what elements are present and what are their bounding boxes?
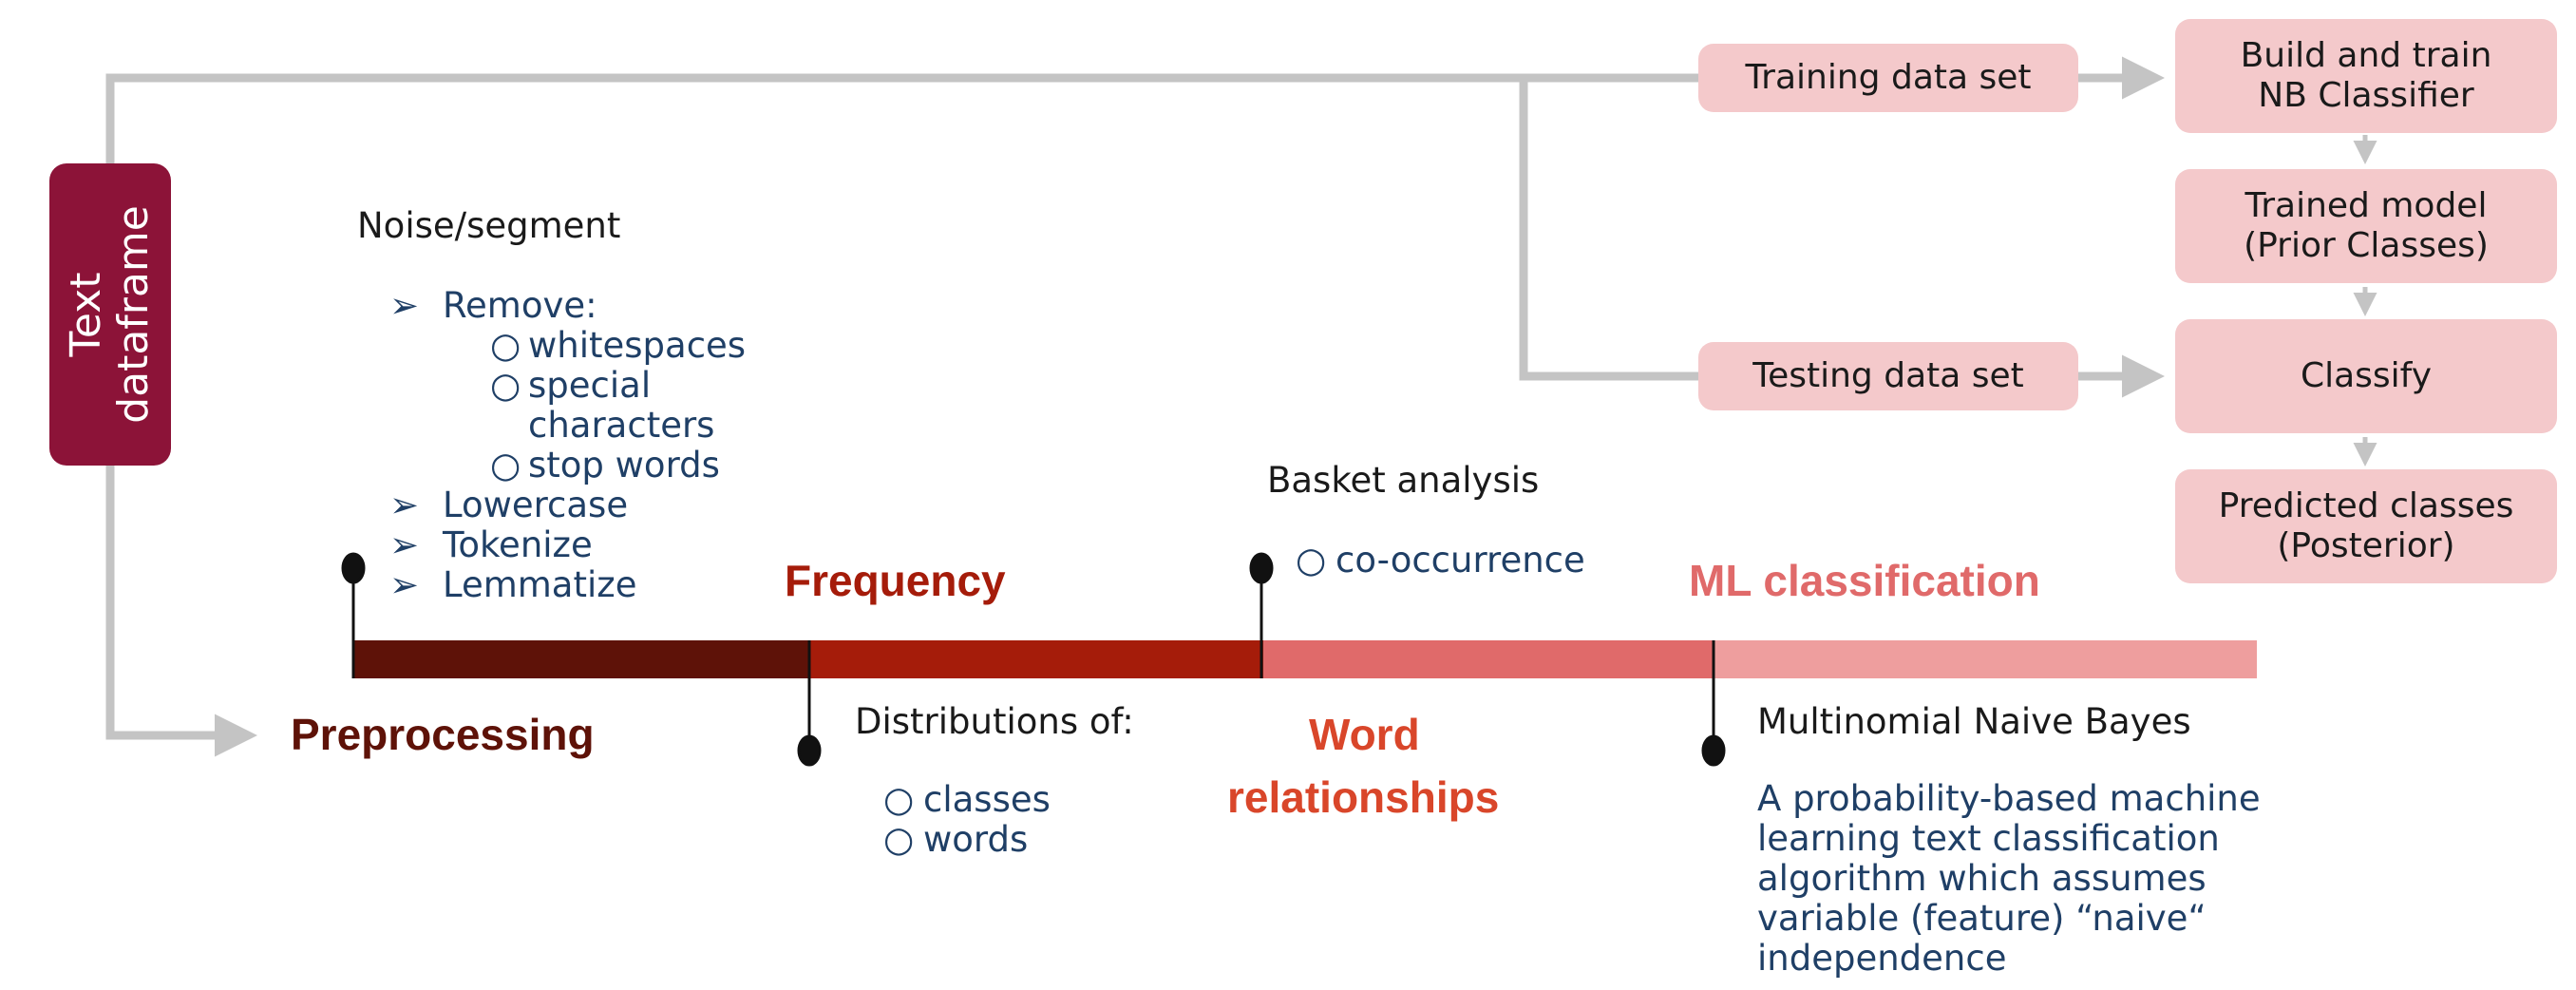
- noise-stop-words: stop words: [528, 445, 720, 485]
- circle-bullet-icon: ○: [490, 365, 521, 406]
- distributions-heading: Distributions of:: [855, 701, 1134, 742]
- mnb-desc-line: independence: [1757, 938, 2007, 979]
- phase-label-preprocessing: Preprocessing: [291, 710, 595, 759]
- bottom-connector: [105, 466, 257, 757]
- circle-bullet-icon: ○: [883, 819, 915, 860]
- text-dataframe-box: Text dataframe: [49, 163, 171, 466]
- connectors: [105, 56, 2165, 757]
- timeline-segment-ml-classification: [1714, 640, 2257, 678]
- testing-branch-connector: [1519, 78, 1698, 381]
- phase-label-ml-classification: ML classification: [1689, 556, 2040, 605]
- timeline-segment-preprocessing: [353, 640, 809, 678]
- timeline-pins: [341, 552, 1726, 767]
- trained-model-box: Trained model (Prior Classes): [2175, 169, 2557, 283]
- predicted-classes-box: Predicted classes (Posterior): [2175, 469, 2557, 583]
- classify-box: Classify: [2175, 319, 2557, 433]
- arrow-bullet-icon: ➢: [389, 564, 420, 605]
- predicted-line2: (Posterior): [2277, 526, 2455, 565]
- basket-item-cooccurrence: co-occurrence: [1335, 540, 1585, 581]
- timeline-bar: [353, 640, 2257, 678]
- pin-ml-classification-head: [1701, 734, 1726, 767]
- build-train-line2: NB Classifier: [2258, 76, 2474, 115]
- mnb-heading: Multinomial Naive Bayes: [1757, 701, 2191, 742]
- build-train-line1: Build and train: [2240, 36, 2492, 75]
- arrow-bullet-icon: ➢: [389, 285, 420, 326]
- classify-label: Classify: [2300, 356, 2433, 395]
- circle-bullet-icon: ○: [490, 445, 521, 485]
- noise-whitespaces: whitespaces: [528, 325, 747, 366]
- noise-segment-heading: Noise/segment: [357, 205, 621, 246]
- top-connector: [105, 73, 1698, 163]
- text-dataframe-label: Text dataframe: [62, 205, 158, 424]
- trained-model-line1: Trained model: [2245, 186, 2488, 225]
- mnb-description: A probability-based machine learning tex…: [1757, 779, 2261, 979]
- circle-bullet-icon: ○: [1296, 540, 1327, 581]
- circle-bullet-icon: ○: [490, 325, 521, 366]
- trained-model-line2: (Prior Classes): [2244, 226, 2489, 265]
- timeline-segment-frequency: [809, 640, 1263, 678]
- training-data-set-box: Training data set: [1698, 44, 2078, 112]
- phase-label-frequency: Frequency: [785, 556, 1006, 605]
- noise-lowercase: Lowercase: [443, 485, 629, 525]
- circle-bullet-icon: ○: [883, 779, 915, 820]
- mnb-desc-line: learning text classification: [1757, 818, 2220, 859]
- pin-frequency-head: [797, 734, 822, 767]
- text-dataframe-line1: Text: [62, 272, 110, 357]
- distribution-item-words: words: [923, 819, 1029, 860]
- mnb-desc-line: algorithm which assumes: [1757, 858, 2207, 899]
- noise-special-line1: special: [528, 365, 652, 406]
- build-train-box: Build and train NB Classifier: [2175, 19, 2557, 133]
- testing-data-set-label: Testing data set: [1752, 356, 2024, 395]
- training-data-set-label: Training data set: [1745, 58, 2032, 97]
- arrow-bullet-icon: ➢: [389, 485, 420, 525]
- basket-heading: Basket analysis: [1267, 460, 1540, 501]
- testing-data-set-box: Testing data set: [1698, 342, 2078, 410]
- arrow-bullet-icon: ➢: [389, 524, 420, 565]
- noise-special-line2: characters: [528, 405, 715, 446]
- mnb-desc-line: variable (feature) “naive“: [1757, 898, 2207, 939]
- predicted-line1: Predicted classes: [2218, 486, 2514, 525]
- noise-lemmatize: Lemmatize: [443, 564, 637, 605]
- timeline-segment-word-relationships: [1263, 640, 1714, 678]
- noise-remove: Remove:: [443, 285, 597, 326]
- pin-preprocessing-head: [341, 552, 366, 584]
- text-dataframe-line2: dataframe: [109, 205, 158, 424]
- mnb-desc-line: A probability-based machine: [1757, 778, 2261, 819]
- phase-label-word-line1: Word: [1309, 710, 1420, 759]
- noise-tokenize: Tokenize: [443, 524, 593, 565]
- pin-word-relationships-head: [1249, 552, 1274, 584]
- phase-label-word-line2: relationships: [1227, 772, 1500, 822]
- distribution-item-classes: classes: [923, 779, 1051, 820]
